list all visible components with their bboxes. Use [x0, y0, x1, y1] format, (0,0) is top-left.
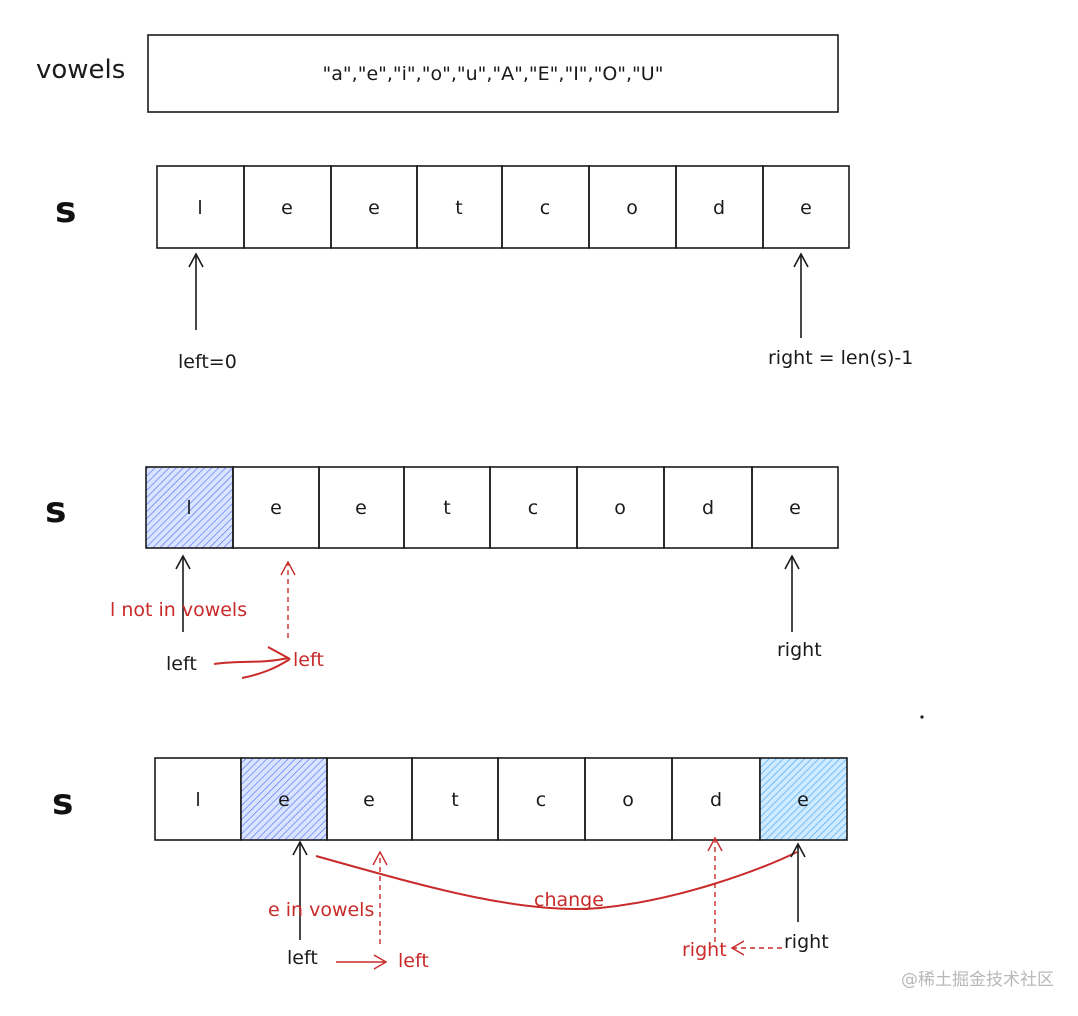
row-1-char-7: e [800, 197, 812, 219]
row-2-right-label: right [777, 639, 822, 661]
row-3-left-label: left [287, 947, 318, 969]
row-3-change-label: change [534, 889, 604, 911]
row-3-cell-7-highlighted [759, 757, 848, 841]
row-2-left-next-arrow [280, 560, 296, 638]
row-3-right-arrow [790, 842, 806, 922]
row-3-right-label: right [784, 931, 829, 953]
row-2-char-7: e [789, 497, 801, 519]
row-3-char-2: e [363, 789, 375, 811]
row-2-char-3: t [443, 497, 450, 519]
row-3-left-next-arrow [372, 850, 388, 944]
row-2-right-arrow [784, 554, 800, 632]
row-1-s-label: s [55, 190, 76, 231]
array-row-1: s l e e t c o d e left=0 right = len(s)-… [55, 165, 913, 373]
row-1-char-4: c [540, 197, 550, 219]
row-2-s-label: s [45, 490, 66, 531]
row-3-right-move-arrow [730, 940, 782, 956]
row-1-char-1: e [281, 197, 293, 219]
row-3-left-arrow [292, 840, 308, 940]
row-1-left-label: left=0 [178, 351, 237, 373]
row-1-right-arrow [793, 252, 809, 338]
row-2-char-6: d [702, 497, 714, 519]
row-1-char-2: e [368, 197, 380, 219]
stray-dot [920, 715, 924, 719]
row-3-char-7: e [797, 789, 809, 811]
vowels-box [147, 34, 839, 113]
row-3-note: e in vowels [268, 899, 374, 921]
row-3-char-0: l [195, 789, 200, 811]
row-1-right-label: right = len(s)-1 [768, 347, 913, 369]
row-1-char-0: l [197, 197, 202, 219]
row-3-char-5: o [622, 789, 634, 811]
vowels-content: "a","e","i","o","u","A","E","I","O","U" [323, 63, 664, 85]
row-3-right-next-arrow [707, 836, 723, 942]
row-2-cell-7 [751, 466, 839, 549]
row-1-cell-7 [762, 165, 850, 249]
row-3-s-label: s [52, 782, 73, 823]
row-3-right-next-label: right [682, 939, 727, 961]
row-1-char-3: t [455, 197, 462, 219]
row-2-char-1: e [270, 497, 282, 519]
row-3-char-6: d [710, 789, 722, 811]
row-1-char-6: d [713, 197, 725, 219]
row-3-swap-curve [315, 851, 798, 911]
row-2-char-5: o [614, 497, 626, 519]
row-2-left-next-label: left [293, 649, 324, 671]
row-2-char-0: l [186, 497, 191, 519]
watermark: @稀土掘金技术社区 [901, 970, 1054, 990]
row-3-left-move-arrow [336, 954, 388, 970]
row-3-char-1: e [278, 789, 290, 811]
array-row-3: s l e e t c o d e change e in vowels lef… [52, 757, 848, 972]
row-3-left-next-label: left [398, 950, 429, 972]
vowels-label: vowels [36, 55, 125, 85]
row-3-char-4: c [536, 789, 546, 811]
row-2-note: l not in vowels [110, 599, 247, 621]
row-1-char-5: o [626, 197, 638, 219]
row-2-move-arrow [213, 646, 291, 679]
array-row-2: s l e e t c o d e l not in vowels left [45, 466, 839, 679]
row-2-left-arrow [175, 554, 191, 632]
row-2-char-4: c [528, 497, 538, 519]
row-3-char-3: t [451, 789, 458, 811]
row-1-left-arrow [188, 252, 204, 330]
row-2-left-label: left [166, 653, 197, 675]
row-2-char-2: e [355, 497, 367, 519]
